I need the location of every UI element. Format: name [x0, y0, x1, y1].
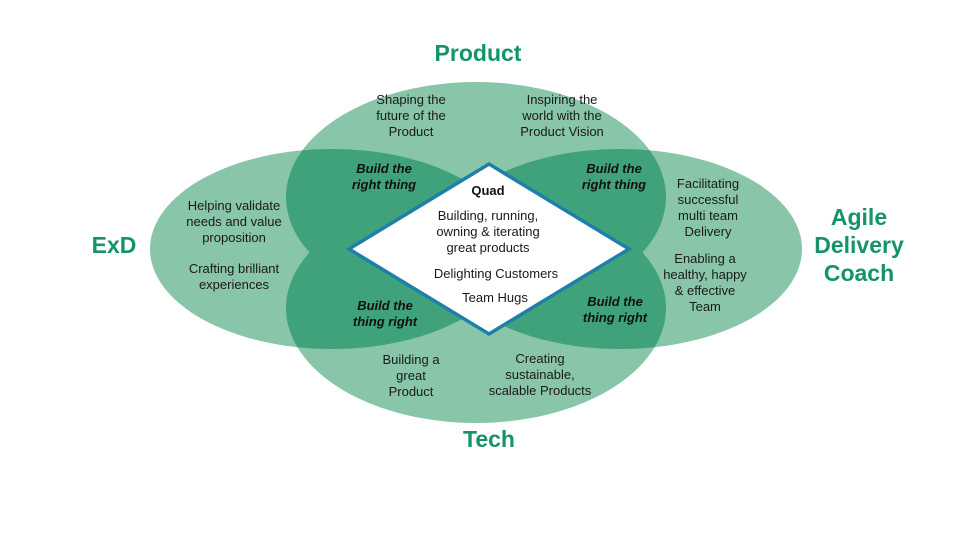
overlap-label-top-right: Build the right thing — [581, 161, 647, 192]
agile-bottom-text: Enabling a healthy, happy & effective Te… — [663, 251, 747, 314]
quad-heading: Quad — [471, 183, 505, 198]
agile-delivery-coach-title: Agile Delivery Coach — [814, 204, 904, 286]
product-title: Product — [434, 40, 522, 66]
quad-diamond — [345, 161, 633, 337]
overlap-label-top-left: Build the right thing — [351, 161, 417, 192]
exd-bottom-text: Crafting brilliant experiences — [188, 261, 280, 292]
overlap-label-bottom-right: Build the thing right — [582, 294, 648, 325]
tech-title: Tech — [463, 426, 515, 452]
quad-line-products: Building, running, owning & iterating gr… — [436, 208, 540, 255]
overlap-label-bottom-left: Build the thing right — [352, 298, 418, 329]
product-left-text: Shaping the future of the Product — [376, 92, 446, 139]
exd-title: ExD — [91, 232, 137, 258]
quad-line-team-hugs: Team Hugs — [462, 290, 528, 305]
quad-line-customers: Delighting Customers — [433, 266, 559, 281]
product-right-text: Inspiring the world with the Product Vis… — [520, 92, 604, 139]
exd-top-text: Helping validate needs and value proposi… — [186, 198, 282, 245]
tech-left-text: Building a great Product — [382, 352, 440, 399]
agile-top-text: Facilitating successful multi team Deliv… — [676, 176, 740, 239]
overlap-tech-exd — [286, 193, 514, 349]
tech-right-text: Creating sustainable, scalable Products — [488, 351, 592, 398]
